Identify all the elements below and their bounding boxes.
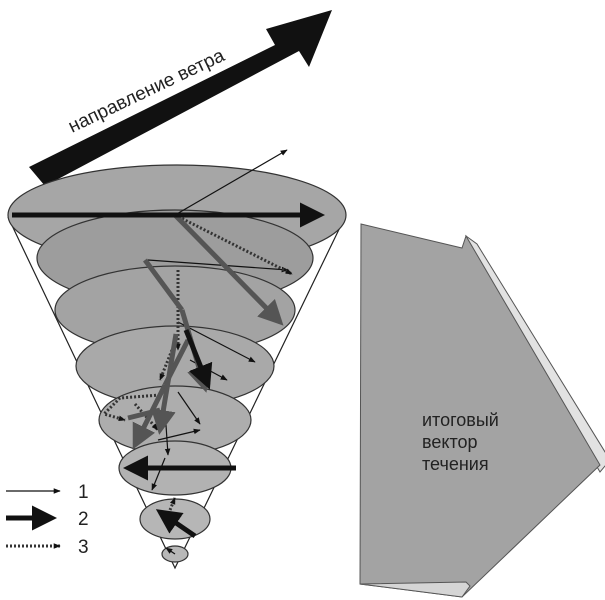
result-label-line-2: вектор (422, 432, 478, 452)
thin-vector (177, 321, 256, 363)
thick-vector (183, 329, 213, 390)
dotted-vector (101, 393, 161, 422)
legend-label-3: 3 (78, 537, 89, 558)
wind-direction-arrow (29, 10, 332, 186)
thin-vector (177, 391, 201, 425)
thin-vector (151, 457, 166, 491)
legend: 1 2 3 (6, 482, 89, 558)
grey-vector (173, 213, 284, 326)
resulting-transport-vector (359, 223, 605, 598)
thin-vector (165, 547, 176, 555)
result-label-line-1: итоговый (422, 410, 499, 430)
legend-label-2: 2 (78, 509, 89, 530)
thick-vector (155, 509, 197, 539)
thin-vector (174, 149, 288, 216)
result-label-line-3: течения (422, 454, 489, 474)
grey-vector (142, 258, 185, 312)
depth-cone (7, 216, 346, 570)
legend-item-3: 3 (6, 537, 89, 558)
layer-disk (139, 498, 211, 540)
dotted-vector (174, 213, 293, 276)
legend-label-1: 1 (78, 482, 89, 503)
legend-item-1: 1 (6, 482, 89, 503)
grey-vector (127, 407, 161, 421)
thin-vector (157, 428, 201, 441)
grey-vector (150, 333, 179, 435)
legend-item-2: 2 (6, 505, 89, 531)
thin-vector (147, 259, 289, 273)
grey-vectors (127, 213, 284, 450)
thick-vectors (12, 202, 325, 539)
